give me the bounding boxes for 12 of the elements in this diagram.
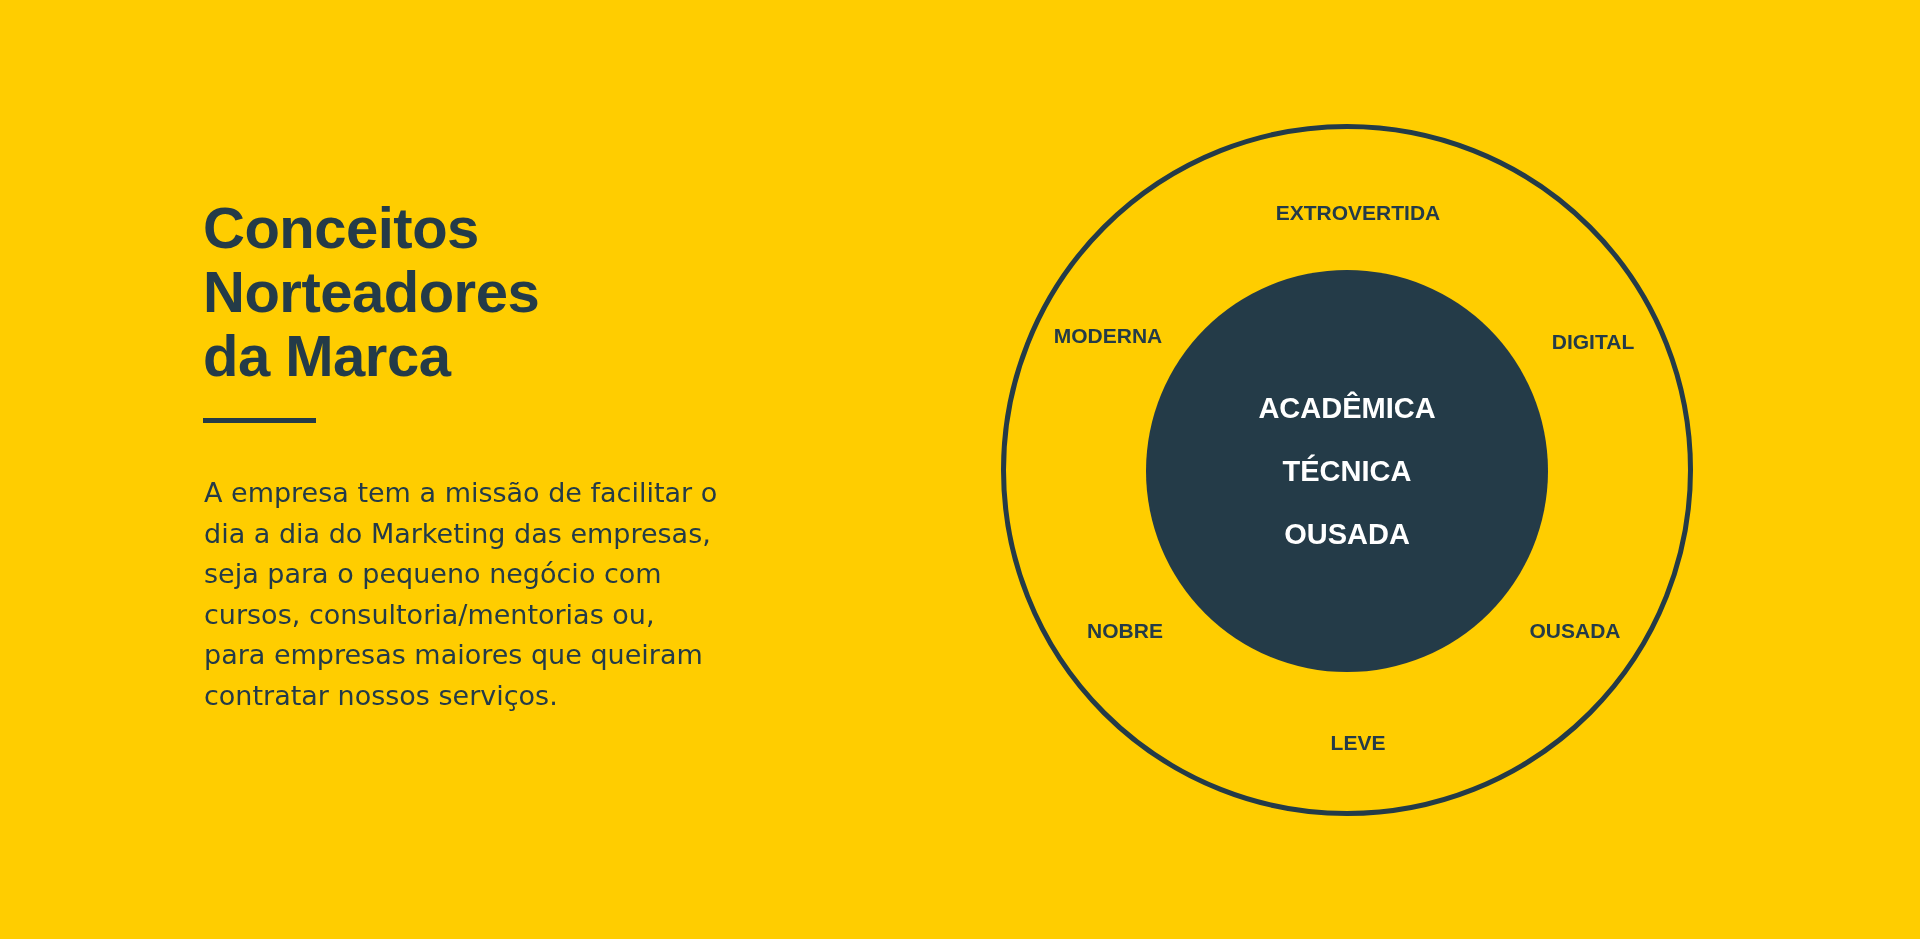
concept-label: EXTROVERTIDA [1275, 201, 1441, 225]
core-concept-label: OUSADA [1284, 517, 1410, 551]
outer-ring [1001, 124, 1693, 816]
concept-label: NOBRE [1087, 619, 1163, 643]
heading: Conceitos Norteadores da Marca [203, 196, 541, 388]
concept-label: MODERNA [1053, 324, 1163, 348]
core-concept-label: ACADÊMICA [1258, 391, 1436, 425]
concept-label: OUSADA [1529, 619, 1621, 643]
description-paragraph: A empresa tem a missão de facilitar o dia a dia do Marketing das empresas, seja para o pequeno negócio com cursos, consultoria/mentorias ou, para empresas maiores que queiram contratar nossos serviços. [204, 476, 719, 713]
concept-label: LEVE [1330, 731, 1386, 755]
core-concept-label: TÉCNICA [1282, 454, 1412, 488]
concept-label: DIGITAL [1551, 330, 1635, 354]
